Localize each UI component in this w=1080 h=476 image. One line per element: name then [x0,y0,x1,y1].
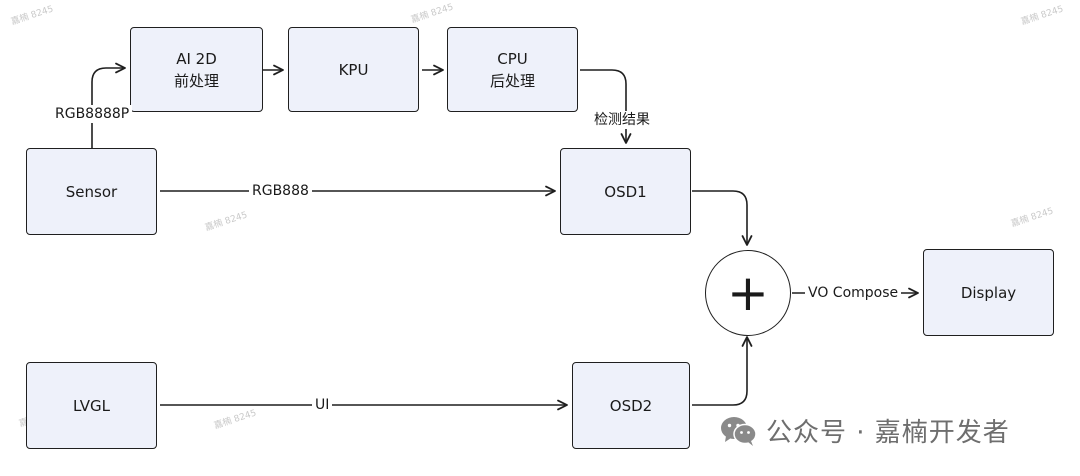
node-sensor-label: Sensor [65,182,118,201]
brand-text: 公众号 · 嘉楠开发者 [766,418,1010,448]
node-osd2-label: OSD2 [609,396,653,415]
edge-label-rgb8888p: RGB8888P [52,105,133,123]
node-kpu: KPU [288,27,419,112]
wechat-icon [721,416,757,446]
node-lvgl: LVGL [26,362,157,449]
node-cpu-line1: CPU [497,49,528,68]
node-ai2d: AI 2D 前处理 [130,27,263,112]
edge-sensor-to-ai2d [91,62,126,148]
node-display-label: Display [960,283,1017,302]
node-osd1-label: OSD1 [604,182,647,201]
node-sensor: Sensor [26,148,157,235]
node-cpu-line2: 后处理 [489,71,535,90]
node-cpu: CPU 后处理 [447,27,578,112]
node-kpu-label: KPU [338,60,369,79]
edge-label-ui: UI [312,396,333,414]
node-display: Display [923,249,1054,336]
plus-icon: + [727,264,769,322]
edge-label-rgb888: RGB888 [249,182,312,200]
node-osd2: OSD2 [572,362,690,449]
edge-osd2-to-compose [692,336,753,406]
edge-label-vo-compose: VO Compose [805,284,902,302]
node-ai2d-line2: 前处理 [173,71,219,90]
node-osd1: OSD1 [560,148,691,235]
edge-osd1-to-compose [692,190,753,246]
brand-footer: 公众号 · 嘉楠开发者 [720,412,1010,449]
node-ai2d-line1: AI 2D [176,49,217,68]
node-lvgl-label: LVGL [73,396,110,415]
edge-label-detection-result: 检测结果 [591,111,653,129]
edge-cpu-to-osd1 [580,69,632,144]
compose-plus-node: + [705,250,791,336]
